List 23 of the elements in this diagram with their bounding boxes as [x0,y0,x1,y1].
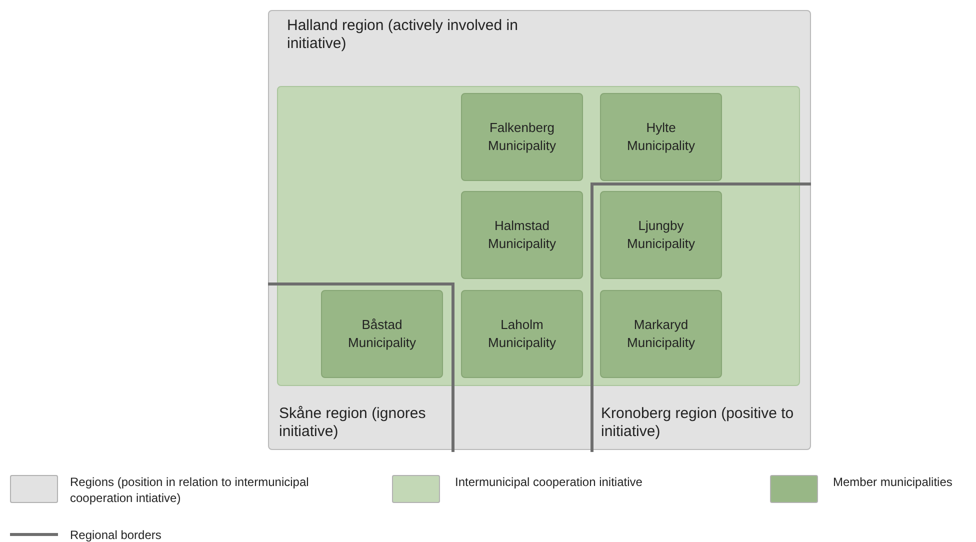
region-label: Kronoberg region (positive to initiative) [601,405,795,441]
legend-label: Intermunicipal cooperation initiative [455,474,644,490]
legend-label: Regional borders [70,527,162,542]
municipality-name: Falkenberg Municipality [487,119,557,155]
municipality-box [600,290,722,378]
municipality-name: Halmstad Municipality [487,217,557,253]
municipality-name: Markaryd Municipality [626,316,696,352]
region-label: Skåne region (ignores initiative) [279,405,427,441]
municipality-name: Båstad Municipality [347,316,417,352]
region-label: Halland region (actively involved in initiative) [287,17,519,53]
municipality-name: Hylte Municipality [626,119,696,155]
municipality-name: Ljungby Municipality [626,217,696,253]
region-area [268,10,811,450]
municipality-name: Laholm Municipality [487,316,557,352]
municipality-box [600,93,722,181]
municipality-box [600,191,722,279]
municipality-box [461,93,583,181]
municipality-box [321,290,443,378]
initiative-area [277,86,800,386]
municipality-box [461,191,583,279]
legend-label: Regions (position in relation to intermunicipal cooperation intiative) [70,474,310,506]
legend-label: Member municipalities [833,474,954,490]
municipality-box [461,290,583,378]
